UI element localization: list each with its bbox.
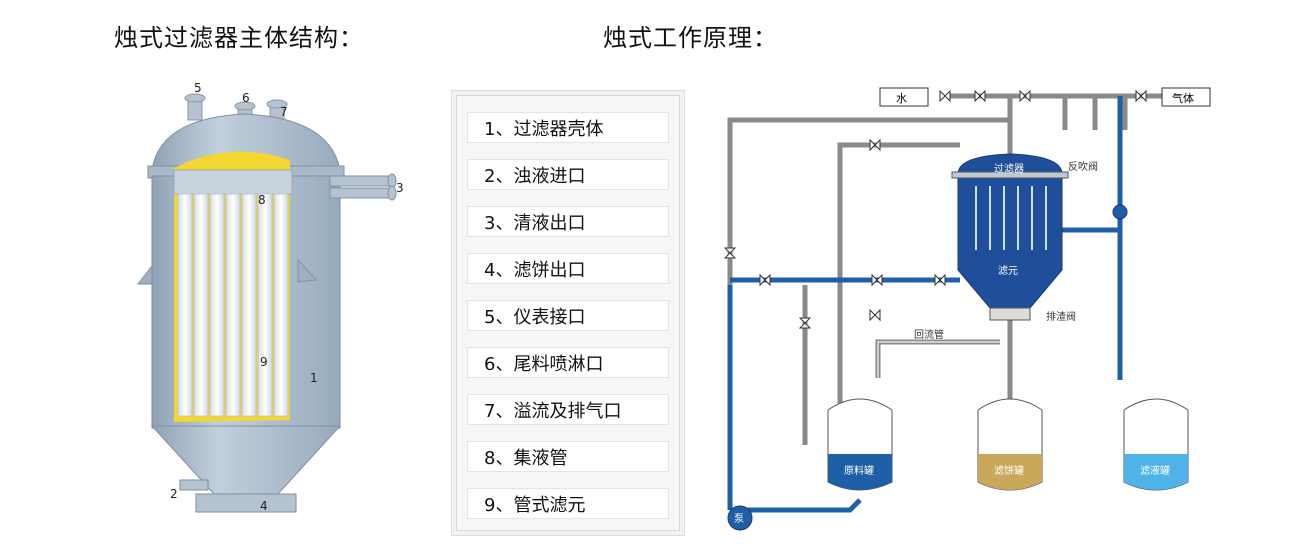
residue-valve-label: 排渣阀 <box>1046 310 1076 323</box>
backflush-valve-label: 反吹阀 <box>1068 160 1098 173</box>
filter-vessel-illustration: 5 6 7 8 3 9 1 2 4 <box>136 81 404 513</box>
filter-label: 过滤器 <box>994 162 1024 175</box>
gas-label: 气体 <box>1172 91 1194 105</box>
label-5: 5 <box>194 81 202 95</box>
return-pipe <box>877 341 1000 378</box>
filter-tubes <box>177 193 289 417</box>
bottom-flange <box>195 493 297 513</box>
label-3: 3 <box>396 181 404 195</box>
element-label: 滤元 <box>998 264 1018 277</box>
clear-outlet-nozzle <box>329 173 397 201</box>
clear-header-node <box>1112 204 1128 220</box>
svg-text:原料罐: 原料罐 <box>844 464 874 477</box>
pump-label: 泵 <box>734 513 744 525</box>
parts-list-item: 6、尾料喷淋口 <box>467 347 669 378</box>
filter-flange <box>951 171 1069 179</box>
parts-list-item: 7、溢流及排气口 <box>467 394 669 425</box>
parts-list-item: 5、仪表接口 <box>467 300 669 331</box>
water-source-box <box>879 87 929 107</box>
parts-list-item: 3、清液出口 <box>467 206 669 237</box>
parts-list-item: 8、集液管 <box>467 441 669 472</box>
valves <box>723 89 1147 329</box>
raw-tank: 原料罐 <box>827 398 893 491</box>
label-6: 6 <box>242 91 250 105</box>
svg-text:滤液罐: 滤液罐 <box>1140 464 1170 477</box>
working-principle-schematic: 水 气体 过滤器 滤元 反吹阀 排渣阀 回流管 原料罐 <box>723 87 1211 531</box>
blue-pipework <box>727 96 1123 513</box>
return-pipe-label: 回流管 <box>914 328 944 341</box>
parts-list-item: 4、滤饼出口 <box>467 253 669 284</box>
clear-tank: 滤液罐 <box>1123 398 1189 491</box>
gray-pipework <box>727 93 1180 445</box>
support-lug-right <box>297 258 318 283</box>
residue-valve <box>989 307 1031 321</box>
label-1: 1 <box>310 371 318 385</box>
label-2: 2 <box>170 487 178 501</box>
label-8: 8 <box>258 193 266 207</box>
tube-sheet <box>173 169 293 195</box>
principle-title: 烛式工作原理： <box>603 24 778 52</box>
inlet-nozzle <box>179 479 209 491</box>
parts-list: 1、过滤器壳体 2、浊液进口 3、清液出口 4、滤饼出口 5、仪表接口 6、尾料… <box>456 95 680 531</box>
filter-vessel <box>957 153 1063 309</box>
structure-title: 烛式过滤器主体结构： <box>114 24 364 52</box>
parts-list-item: 1、过滤器壳体 <box>467 112 669 143</box>
pump <box>727 505 753 531</box>
svg-text:滤饼罐: 滤饼罐 <box>994 464 1024 477</box>
label-4: 4 <box>260 499 268 513</box>
water-label: 水 <box>896 92 907 105</box>
support-lug-left <box>136 264 153 285</box>
filter-elements <box>975 186 1047 250</box>
label-9: 9 <box>260 355 268 369</box>
parts-list-item: 2、浊液进口 <box>467 159 669 190</box>
gas-source-box <box>1161 87 1211 107</box>
top-head <box>151 113 341 171</box>
label-7: 7 <box>280 105 288 119</box>
parts-list-item: 9、管式滤元 <box>467 488 669 519</box>
cake-tank: 滤饼罐 <box>977 398 1043 491</box>
